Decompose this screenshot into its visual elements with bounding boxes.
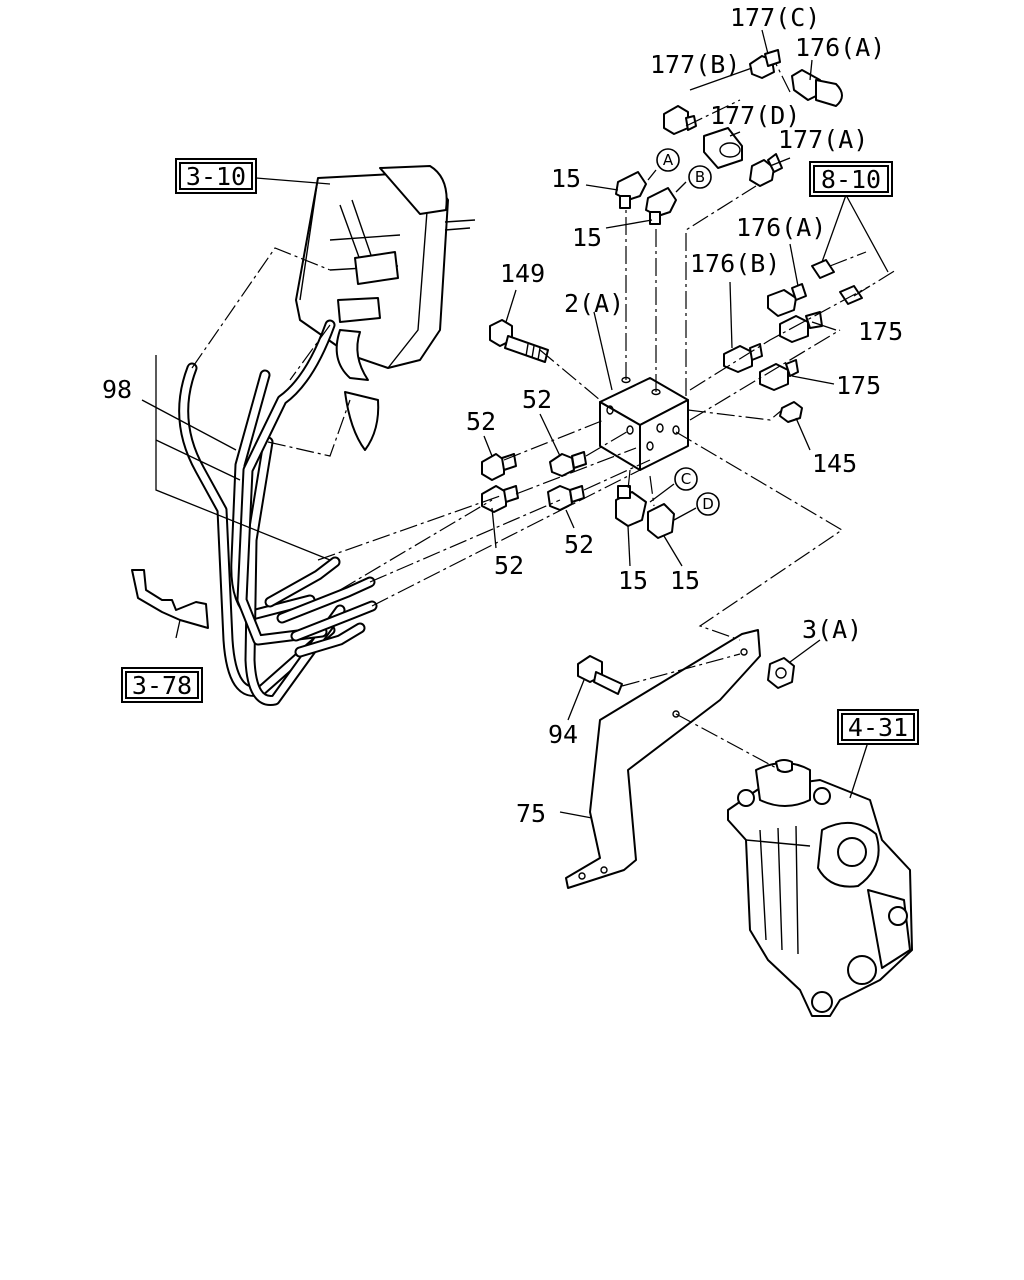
label-15-c: 15 — [618, 566, 648, 595]
circle-marker-c: C — [674, 467, 698, 491]
valve-unit-drawing — [295, 165, 476, 451]
svg-text:D: D — [702, 495, 714, 513]
label-3a: 3(A) — [802, 615, 862, 644]
label-15-a: 15 — [551, 164, 581, 193]
circle-marker-d: D — [696, 492, 720, 516]
leader-lines — [141, 29, 897, 819]
clip-bracket-drawing — [131, 569, 209, 629]
label-15-b: 15 — [572, 223, 602, 252]
label-52-d: 52 — [494, 551, 524, 580]
label-177c: 177(C) — [730, 3, 820, 32]
svg-text:C: C — [681, 470, 691, 488]
ref-3-10-text: 3-10 — [186, 162, 246, 191]
label-176a-mid: 176(A) — [736, 213, 826, 242]
label-176b: 176(B) — [690, 249, 780, 278]
label-177d: 177(D) — [710, 101, 800, 130]
ref-4-31-text: 4-31 — [848, 713, 908, 742]
svg-text:A: A — [663, 151, 674, 169]
label-145: 145 — [812, 449, 857, 478]
label-15-d: 15 — [670, 566, 700, 595]
svg-text:B: B — [695, 168, 705, 186]
bracket-75-drawing — [565, 629, 761, 889]
steering-gear-drawing — [727, 759, 913, 1017]
elbow-fittings-drawing — [615, 171, 677, 539]
circle-marker-b: B — [688, 165, 712, 189]
label-75: 75 — [516, 799, 546, 828]
bolt-149-drawing — [489, 319, 549, 363]
label-175-b: 175 — [836, 371, 881, 400]
label-177b: 177(B) — [650, 50, 740, 79]
ref-3-78-text: 3-78 — [132, 671, 192, 700]
ref-box-8-10: 8-10 — [809, 161, 893, 197]
label-176a-top: 176(A) — [795, 33, 885, 62]
label-98: 98 — [102, 375, 132, 404]
label-2a: 2(A) — [564, 289, 624, 318]
label-94: 94 — [548, 720, 578, 749]
part-labels: 177(C) 176(A) 177(B) 177(D) 177(A) 15 15… — [102, 3, 903, 828]
fittings-52-drawing — [481, 451, 587, 513]
pipe-bundle-drawing — [178, 319, 378, 706]
ref-box-3-10: 3-10 — [175, 158, 257, 194]
ref-box-4-31: 4-31 — [837, 709, 919, 745]
ref-8-10-text: 8-10 — [821, 165, 881, 194]
label-52-b: 52 — [466, 407, 496, 436]
label-175-a: 175 — [858, 317, 903, 346]
label-52-c: 52 — [564, 530, 594, 559]
label-149: 149 — [500, 259, 545, 288]
ref-box-3-78: 3-78 — [121, 667, 203, 703]
circle-marker-a: A — [656, 148, 680, 172]
bolt-94-nut-drawing — [577, 655, 795, 695]
switches-drawing — [663, 49, 863, 423]
label-177a: 177(A) — [778, 125, 868, 154]
label-52-a: 52 — [522, 385, 552, 414]
